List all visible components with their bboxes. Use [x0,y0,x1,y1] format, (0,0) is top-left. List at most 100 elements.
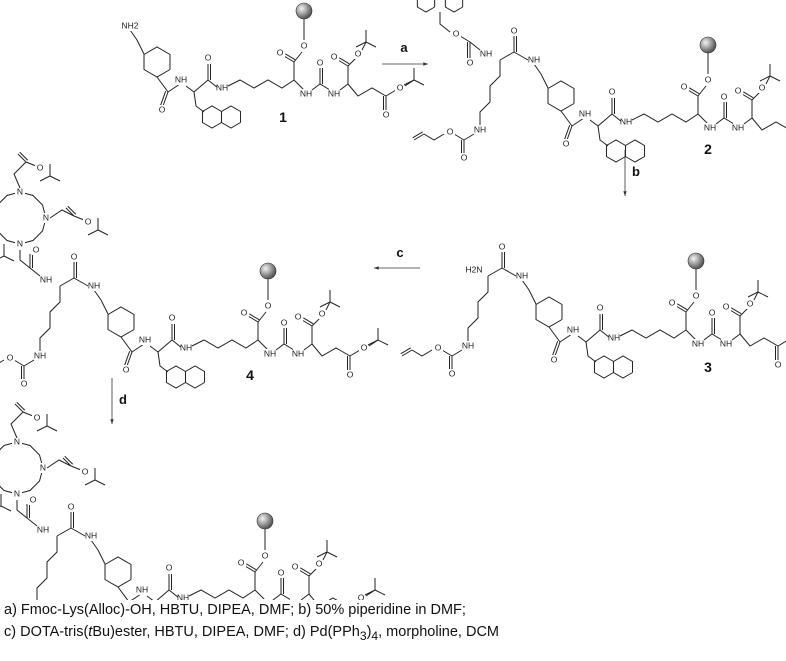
atom-label: O [397,82,404,92]
label-bg [293,312,303,322]
atom-label: N [43,212,49,222]
label-bg [167,313,177,323]
bond [729,309,741,317]
label-bg [314,559,324,569]
bond [624,139,646,163]
bond [126,351,133,367]
bond [185,79,209,93]
atom-label: O [735,85,742,95]
bond [10,411,24,439]
label-bg [703,75,713,85]
bond [677,303,688,311]
lysine-arm: ONH2NHONNNNOOO [0,401,106,600]
atom-label: O [30,494,37,504]
reaction-arrow-a: a [382,40,428,66]
bond [469,41,481,51]
label-bg [721,339,731,349]
bond [201,105,223,129]
bond [631,113,699,123]
atom-label: O [358,592,365,600]
bond [463,133,475,141]
atom-label: O [499,241,506,251]
label-bg [157,105,167,115]
atom-label: NH2 [121,20,138,30]
atom-label: O [71,251,78,261]
bond [739,333,779,347]
atom-label: O [37,162,44,172]
bond [56,527,72,537]
label-bg [345,370,355,380]
atom-label: O [316,558,323,568]
bond [535,296,563,328]
atom-label: O [238,557,245,567]
label-bg [140,335,150,345]
atom-label: O [747,298,754,308]
bond [326,551,338,558]
atom-label: N [17,238,23,248]
atom-label: NH [34,350,46,360]
label-bg [317,309,327,319]
bond [17,153,27,163]
bond [759,75,771,82]
atom-label: N [17,186,23,196]
bond [316,551,328,558]
label-bg [329,89,339,99]
resin-bead-icon [256,512,274,530]
bond [13,359,25,367]
label-bg [757,83,767,93]
label-bg [356,593,366,600]
resin-bead-icon [259,262,277,280]
atom-label: O [563,138,570,148]
bond [87,229,99,236]
bond [0,505,12,512]
label-bg [265,349,275,359]
label-bg [69,252,79,262]
bond [689,87,700,95]
label-bg [679,82,689,92]
bond [322,551,328,561]
label-bg [667,298,677,308]
bond [246,563,257,571]
atom-label: NH [136,584,148,594]
bond [731,307,742,315]
atom-label: O [68,501,75,511]
bond [593,355,615,379]
label-bg [447,369,457,379]
atom-label: O [281,317,288,327]
bond [349,349,361,357]
atom-label: O [21,378,28,388]
bond [585,341,597,363]
bond [90,539,106,565]
label-bg [529,55,539,65]
label-bg [463,341,473,351]
bond [165,365,187,389]
atom-label: O [609,86,616,96]
label-bg [12,489,22,499]
bond [374,589,386,596]
bond [451,349,463,357]
label-bg [31,245,41,255]
bond [731,316,741,341]
atom-label: O [355,48,362,58]
bond [499,51,515,61]
bond [257,311,267,323]
atom-label: O [34,412,41,422]
bond [25,161,37,167]
label-bg [276,568,286,578]
atom-label: NH [720,338,732,348]
atom-label: O [511,25,518,35]
atom-label: O [453,28,460,38]
bond [39,286,61,352]
bond [49,209,75,219]
bond [765,75,771,85]
bond [16,401,26,411]
bond [285,53,296,61]
atom-label: NH [175,74,187,84]
bond [739,307,749,317]
atom-label: NH [474,124,486,134]
bond [577,329,601,343]
bond [743,91,754,99]
bond [339,66,349,91]
